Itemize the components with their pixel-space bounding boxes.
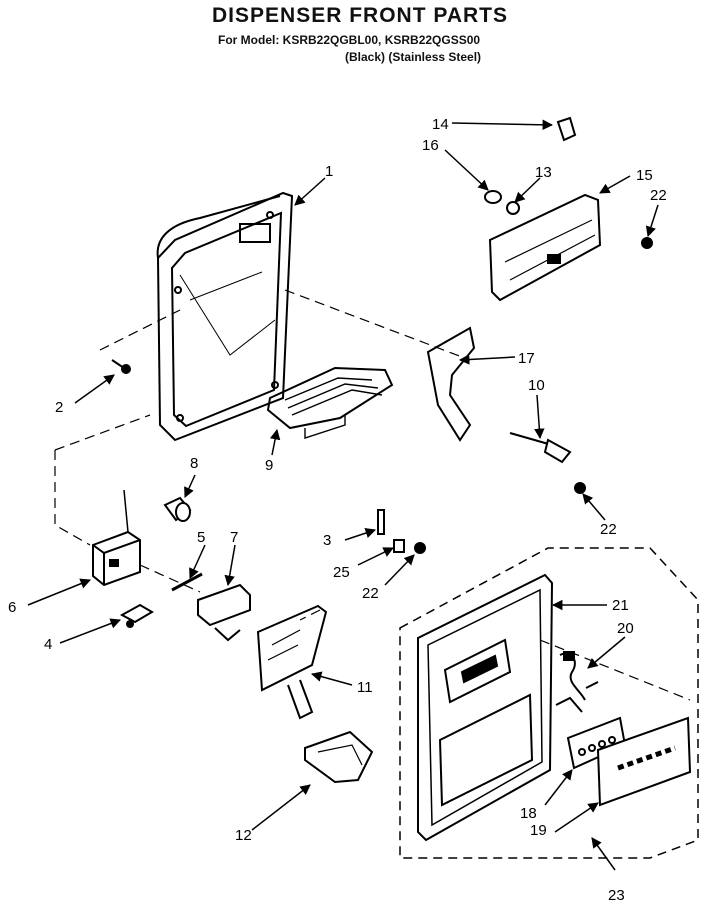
callout-22-mid: 22 [600,521,617,538]
callout-23: 23 [608,887,625,904]
callout-21: 21 [612,597,629,614]
part-8-solenoid [163,496,192,522]
callout-12: 12 [235,827,252,844]
model-variants: (Black) (Stainless Steel) [345,50,482,64]
part-12-chute-door [304,730,374,784]
part-19-keypad-overlay [596,716,692,807]
part-4-spring-clip [119,603,154,628]
callout-2: 2 [55,399,63,416]
part-23-dispenser-front-assembly-outline [399,547,699,859]
callout-9: 9 [265,457,273,474]
part-9-drip-tray [266,366,394,439]
part-11-actuator-arm [256,604,328,720]
callout-17: 17 [518,350,535,367]
part-13-socket [506,201,520,215]
callout-7: 7 [230,529,238,546]
model-subtitle: For Model: KSRB22QGBL00, KSRB22QGSS00 [218,33,481,47]
part-22-screw-lower [414,542,426,554]
callout-10: 10 [528,377,545,394]
part-10-shaft [509,432,572,464]
leader-lines [27,119,659,871]
part-18-control-board [566,716,627,770]
part-22-screw-mid [574,482,586,494]
part-6-motor-assembly [92,489,141,587]
part-21-front-panel [417,573,554,842]
callout-20: 20 [617,620,634,637]
part-25-switch [393,539,405,553]
callout-3: 3 [323,532,331,549]
callout-11: 11 [357,679,373,696]
callout-14: 14 [432,116,449,133]
callout-19: 19 [530,822,547,839]
callout-15: 15 [636,167,653,184]
part-15-control-bracket [488,193,602,302]
callout-16: 16 [422,137,439,154]
part-22-screw-upper [641,237,653,249]
part-2-screw [111,359,131,374]
page-title: DISPENSER FRONT PARTS [212,4,508,27]
callout-4: 4 [44,636,52,653]
part-14-clip [556,116,577,142]
callout-22-upper: 22 [650,187,667,204]
alignment-lines [54,289,691,701]
callout-13: 13 [535,164,552,181]
part-3-contact [377,509,385,535]
callout-1: 1 [325,163,333,180]
callout-8: 8 [190,455,198,472]
callout-18: 18 [520,805,537,822]
callout-25: 25 [333,564,350,581]
part-17-lever [426,326,476,442]
callout-6: 6 [8,599,16,616]
part-20-wire-harness [555,651,599,713]
part-16-bulb [484,190,502,204]
part-7-bracket [197,583,251,642]
callout-5: 5 [197,529,205,546]
part-1-housing [156,191,294,442]
callout-22-lower: 22 [362,585,379,602]
